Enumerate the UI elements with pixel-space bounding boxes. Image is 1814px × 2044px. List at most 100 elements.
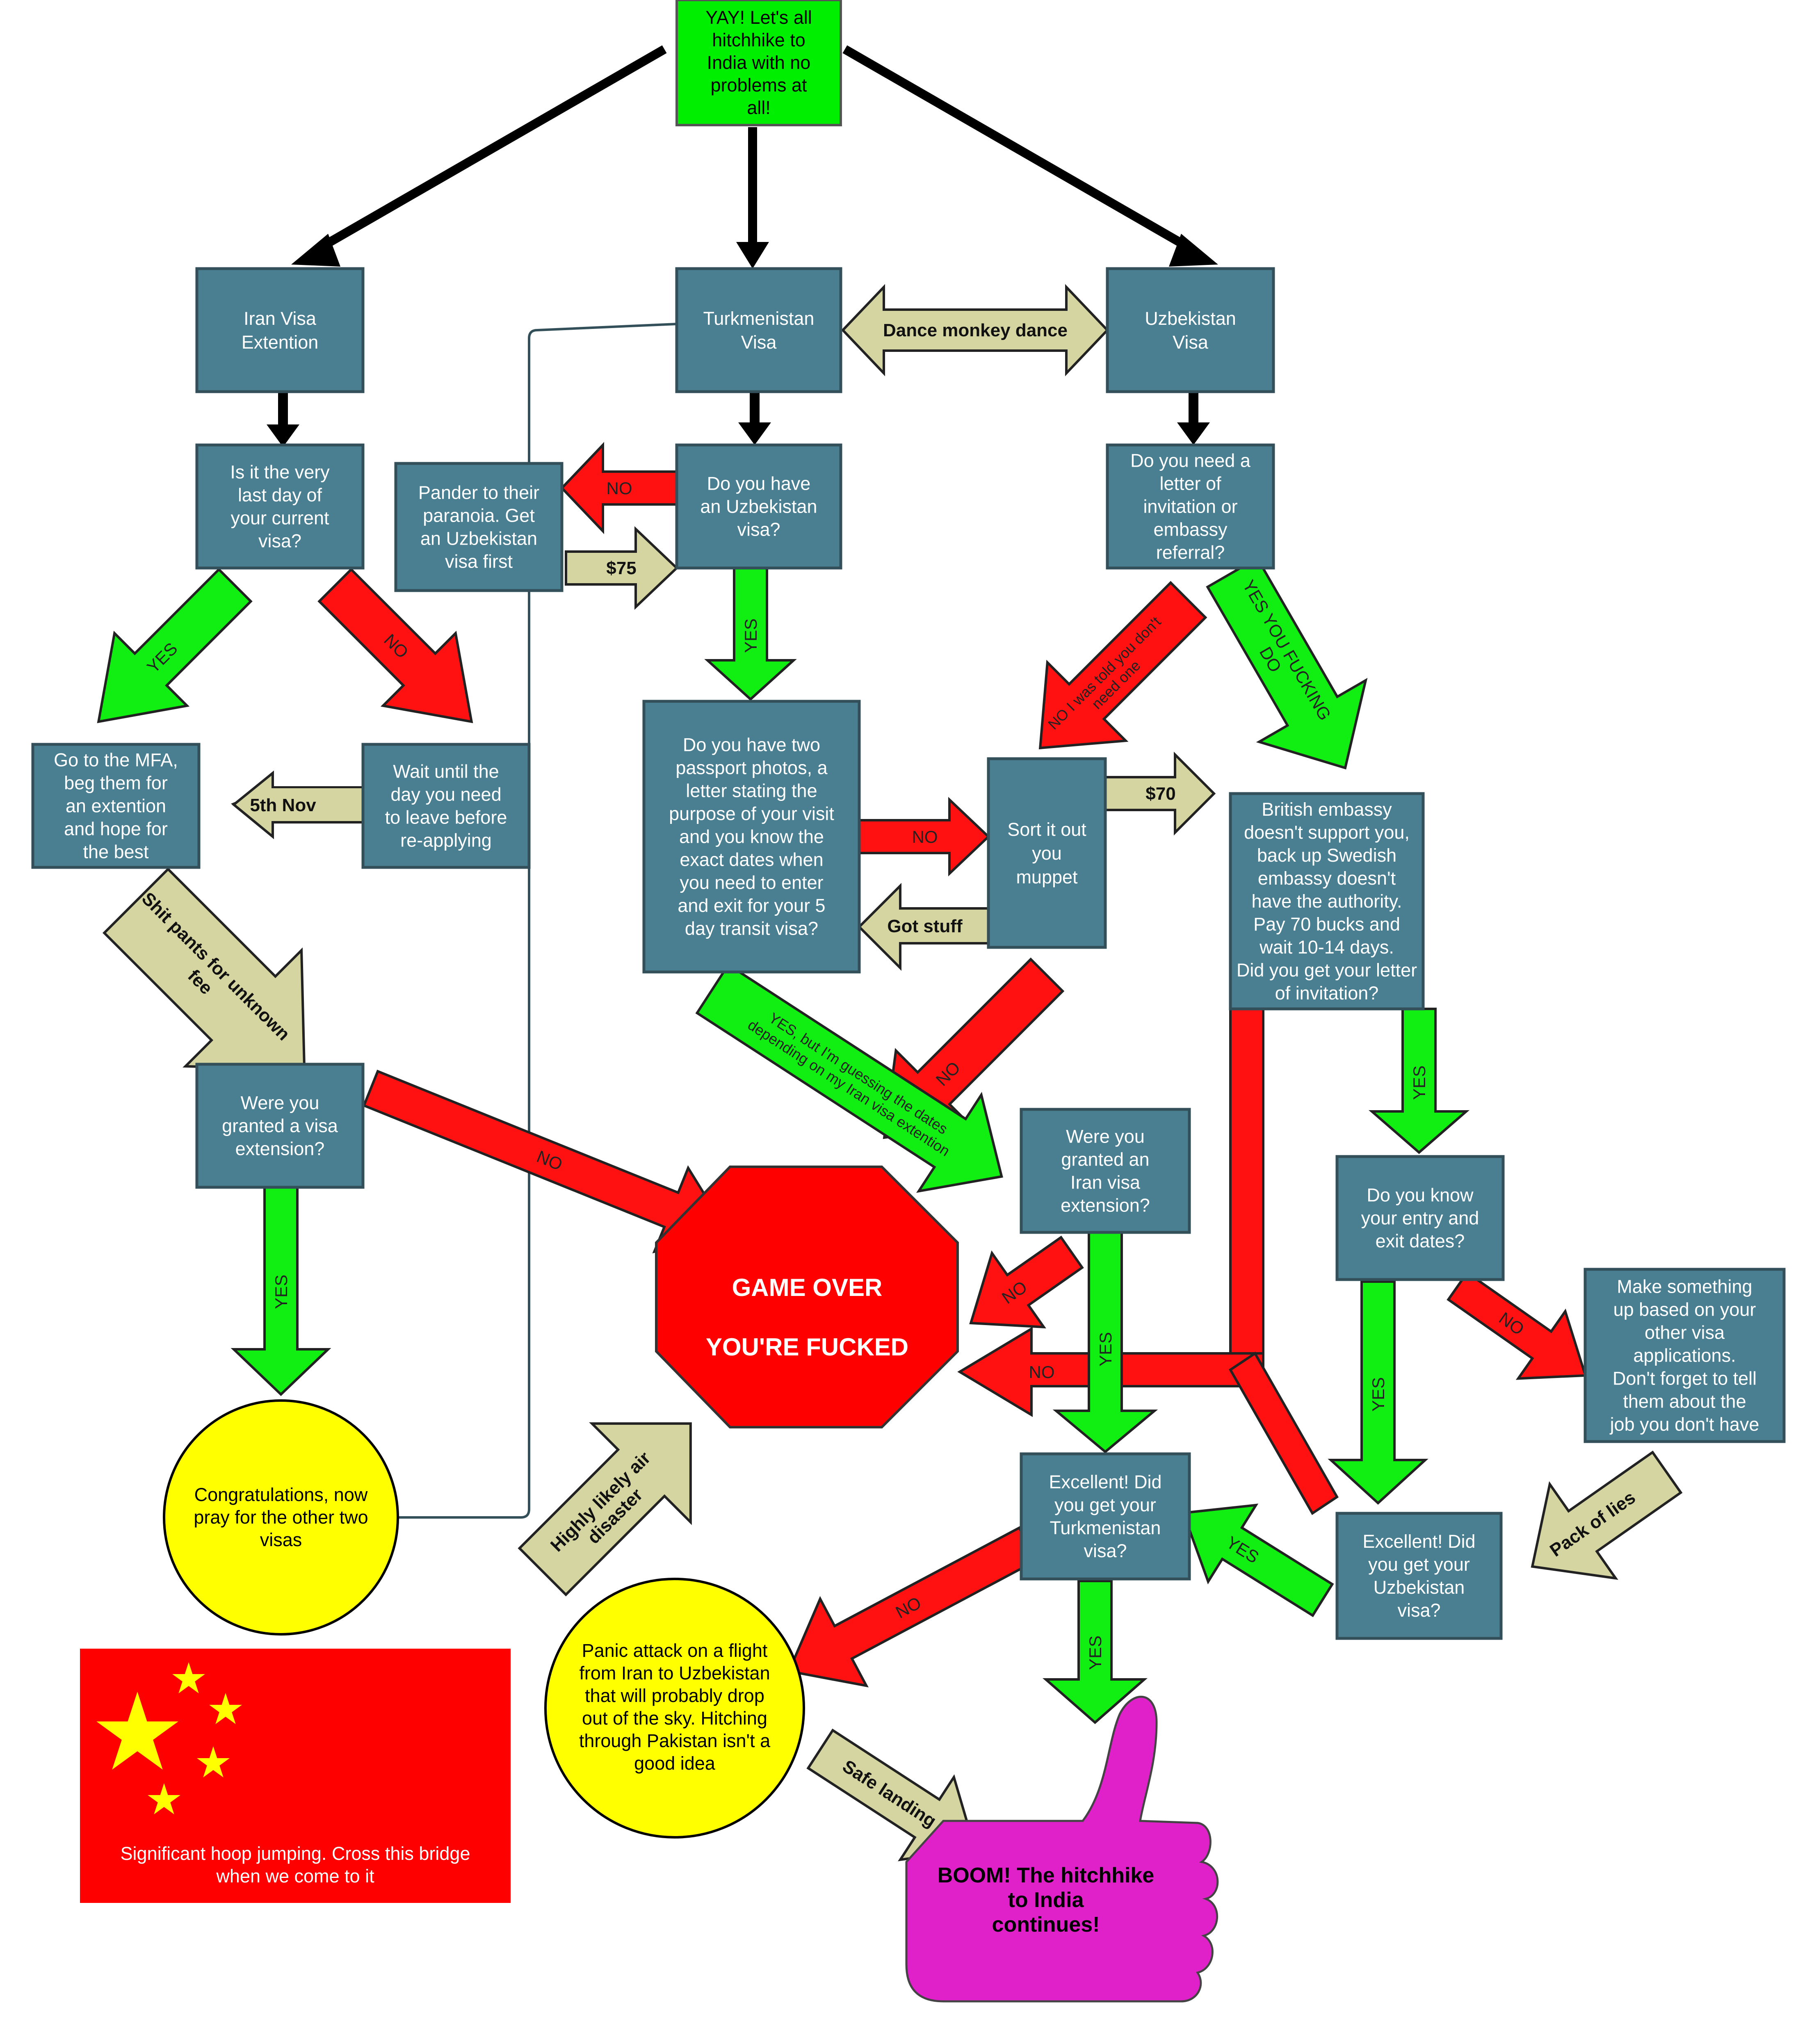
arrow-shape xyxy=(1052,1231,1158,1453)
two-photos-line-3: letter stating the xyxy=(686,780,817,801)
dance-arrow: Dance monkey dance xyxy=(841,284,1109,376)
arrow-label: YES xyxy=(1369,1377,1388,1412)
arrow-shape xyxy=(1447,1271,1587,1380)
star-shape xyxy=(197,1746,230,1777)
british-embassy-line-7: wait 10-14 days. xyxy=(1259,937,1394,958)
granted-left-box-bg xyxy=(195,1063,365,1189)
have-uzbek-line-2: an Uzbekistan xyxy=(700,496,817,517)
stop-octagon xyxy=(655,1166,959,1428)
boom-line-3: continues! xyxy=(992,1913,1100,1937)
two-photos-line-1: Do you have two xyxy=(683,735,820,755)
arrow-shape xyxy=(857,883,990,971)
arrow-70: $70 xyxy=(1104,751,1216,836)
arrow-shape xyxy=(1043,1580,1148,1724)
make-something-line-7: job you don't have xyxy=(1609,1414,1759,1435)
red-bar-vertical xyxy=(1229,1008,1264,1359)
star-shape xyxy=(209,1693,242,1724)
british-embassy-line-9: of invitation? xyxy=(1275,983,1379,1004)
panic-line-4: out of the sky. Hitching xyxy=(582,1708,767,1729)
connector-congrats-turk xyxy=(396,323,677,1519)
game-over-line-1: GAME OVER xyxy=(732,1274,883,1301)
excellent-uzbek-line-3: Uzbekistan xyxy=(1374,1577,1465,1598)
need-letter-box-bg xyxy=(1106,443,1275,570)
connector-start-iran-head xyxy=(291,234,340,267)
arrow-yes-uzbek-got: YES xyxy=(1182,1503,1334,1617)
make-something-line-1: Make something xyxy=(1617,1276,1752,1297)
pander-box-bg xyxy=(394,462,564,592)
uzbekistan-visa-line-2: Visa xyxy=(1173,332,1209,353)
arrow-label: NO xyxy=(912,827,938,846)
panic-line-1: Panic attack on a flight xyxy=(582,1640,768,1661)
need-letter-line-5: referral? xyxy=(1156,542,1225,563)
arrow-label: YES xyxy=(272,1275,291,1309)
arrow-no-turk: NO xyxy=(787,1526,1038,1688)
arrow-no-granted-mid: NO xyxy=(969,1235,1084,1329)
have-uzbek-box-bg xyxy=(675,443,842,570)
go-mfa-line-3: an extention xyxy=(66,796,166,817)
panic-line-3: that will probably drop xyxy=(585,1685,764,1706)
wait-until-line-1: Wait until the xyxy=(393,761,499,782)
go-mfa-line-4: and hope for xyxy=(64,819,168,840)
star-shape xyxy=(148,1783,180,1814)
two-photos-line-2: passport photos, a xyxy=(675,757,828,778)
arrow-5th-nov: 5th Nov xyxy=(230,770,364,840)
arrow-shape xyxy=(518,1422,692,1597)
have-uzbek-line-1: Do you have xyxy=(707,473,811,494)
arrow-no-told: NO I was told you don't need one xyxy=(1038,581,1207,750)
two-photos-line-6: exact dates when xyxy=(680,849,823,870)
need-letter-line-4: embassy xyxy=(1153,519,1228,540)
arrow-yes-know-dates: YES xyxy=(1328,1280,1428,1505)
two-photos-box-bg xyxy=(642,700,861,974)
know-dates-line-1: Do you know xyxy=(1367,1185,1474,1206)
star-icon-small-1 xyxy=(172,1662,205,1693)
go-mfa-line-2: beg them for xyxy=(64,773,168,794)
arrow-pack-of-lies: Pack of lies xyxy=(1531,1450,1683,1580)
start-line-2: hitchhike to xyxy=(712,30,805,50)
congrats-line-3: visas xyxy=(260,1529,302,1550)
arrow-yes-granted-mid: YES xyxy=(1052,1231,1158,1453)
connector-start-uzbek xyxy=(842,45,1196,254)
arrow-shape xyxy=(317,568,473,723)
connector-iran-down-head xyxy=(267,424,299,447)
excellent-uzbek-line-4: visa? xyxy=(1397,1600,1440,1621)
arrow-yes-last-day: YES xyxy=(97,568,253,723)
red-connector-uzbek-path: NO xyxy=(957,1008,1339,1515)
iran-visa-line-1: Iran Visa xyxy=(244,308,317,329)
arrow-shape xyxy=(1206,557,1368,770)
arrow-shape xyxy=(695,963,1003,1193)
granted-mid-line-1: Were you xyxy=(1066,1126,1145,1147)
wait-until-line-4: re-applying xyxy=(400,830,492,851)
make-something-line-6: them about the xyxy=(1623,1391,1746,1412)
connector-start-iran xyxy=(313,45,667,254)
dance-label: Dance monkey dance xyxy=(883,320,1068,340)
arrow-yes-letter: YES xyxy=(1368,1008,1470,1154)
pander-line-4: visa first xyxy=(445,551,513,572)
arrow-shape xyxy=(1038,581,1207,750)
arrow-shape xyxy=(787,1526,1038,1688)
make-something-box-bg xyxy=(1584,1268,1786,1443)
arrow-shape xyxy=(97,568,253,723)
arrow-no-pander: NO xyxy=(560,442,678,534)
china-line-1: Significant hoop jumping. Cross this bri… xyxy=(121,1843,470,1864)
go-mfa-line-5: the best xyxy=(83,842,149,862)
flag-bg xyxy=(80,1649,511,1903)
boom-line-2: to India xyxy=(1008,1888,1084,1912)
arrow-shape xyxy=(1104,751,1216,836)
star-shape xyxy=(172,1662,205,1693)
star-icon-large xyxy=(96,1692,178,1770)
panic-line-2: from Iran to Uzbekistan xyxy=(579,1663,770,1684)
two-photos-line-9: day transit visa? xyxy=(685,918,818,939)
last-day-line-2: last day of xyxy=(238,485,322,506)
last-day-line-1: Is it the very xyxy=(230,462,330,483)
arrow-shape xyxy=(565,526,679,610)
british-embassy-line-6: Pay 70 bucks and xyxy=(1253,914,1400,935)
wait-until-box-bg xyxy=(361,743,531,869)
